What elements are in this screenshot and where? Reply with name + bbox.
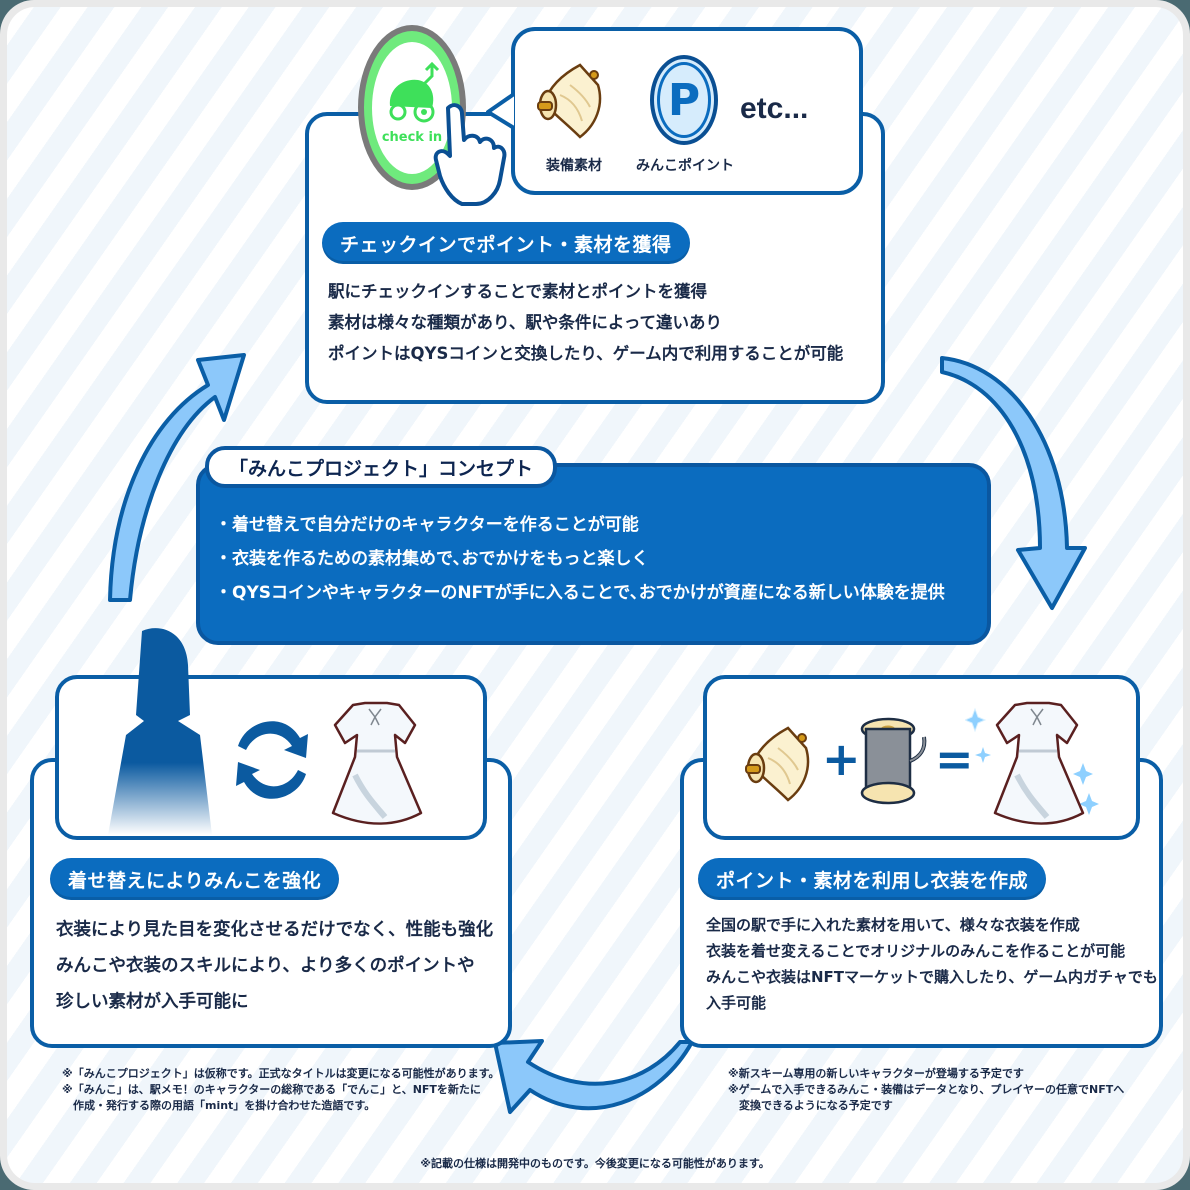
reward-label-points: みんこポイント xyxy=(636,158,734,174)
cloth-roll-icon xyxy=(537,63,602,139)
left-notes: ※「みんこプロジェクト」は仮称です。正式なタイトルは変更になる可能性があります。… xyxy=(62,1066,500,1114)
dressup-card-body: 衣装により見た目を変化させるだけでなく、性能も強化 みんこや衣装のスキルにより、… xyxy=(56,912,493,1020)
body-line: 珍しい素材が入手可能に xyxy=(56,992,249,1012)
etc-label: etc... xyxy=(740,92,809,125)
pointing-hand-icon xyxy=(433,103,507,206)
concept-bullet: ・QYSコインやキャラクターのNFTが手に入ることで､おでかけが資産になる新しい… xyxy=(215,583,945,603)
body-line: ポイントはQYSコインと交換したり、ゲーム内で利用することが可能 xyxy=(328,344,844,363)
body-line: 衣装により見た目を変化させるだけでなく、性能も強化 xyxy=(56,920,494,940)
checkin-label: check in xyxy=(381,129,443,145)
mascot-face-icon xyxy=(389,61,440,122)
reward-label-material: 装備素材 xyxy=(546,158,602,174)
crafting-card-title: ポイント・素材を利用し衣装を作成 xyxy=(698,858,1047,900)
dress-icon xyxy=(331,701,423,825)
checkin-card-title: チェックインでポイント・素材を獲得 xyxy=(322,222,690,264)
concept-title: 「みんこプロジェクト」コンセプト xyxy=(205,446,558,488)
sparkling-dress-icon xyxy=(965,701,1099,825)
character-silhouette-icon xyxy=(108,628,212,835)
concept-bullets: ・着せ替えで自分だけのキャラクターを作ることが可能 ・衣装を作るための素材集めで… xyxy=(215,508,945,610)
crafting-card-body: 全国の駅で手に入れた素材を用いて、様々な衣装を作成 衣装を着せ変えることでオリジ… xyxy=(706,912,1158,1016)
footer-note: ※記載の仕様は開発中のものです。今後変更になる可能性があります。 xyxy=(420,1157,770,1170)
plus-sign: + xyxy=(822,732,861,786)
right-notes: ※新スキーム専用の新しいキャラクターが登場する予定です ※ゲームで入手できるみん… xyxy=(728,1066,1124,1114)
swap-arrows-icon xyxy=(236,721,308,799)
body-line: みんこや衣装のスキルにより、より多くのポイントや xyxy=(56,956,475,976)
body-line: 素材は様々な種類があり、駅や条件によって違いあり xyxy=(328,313,723,332)
note-line: ※新スキーム専用の新しいキャラクターが登場する予定です xyxy=(728,1067,1024,1080)
body-line: 衣装を着せ変えることでオリジナルのみんこを作ることが可能 xyxy=(706,942,1126,960)
concept-bullet: ・着せ替えで自分だけのキャラクターを作ることが可能 xyxy=(215,515,639,535)
body-line: 駅にチェックインすることで素材とポイントを獲得 xyxy=(328,282,708,301)
body-line: みんこや衣装はNFTマーケットで購入したり、ゲーム内ガチャでも xyxy=(706,968,1158,986)
checkin-card-body: 駅にチェックインすることで素材とポイントを獲得 素材は様々な種類があり、駅や条件… xyxy=(328,276,843,369)
concept-box xyxy=(196,463,991,645)
equals-sign: = xyxy=(935,732,974,786)
thread-spool-icon xyxy=(860,717,927,805)
note-line: ※「みんこプロジェクト」は仮称です。正式なタイトルは変更になる可能性があります。 xyxy=(62,1067,500,1080)
concept-bullet: ・衣装を作るための素材集めで､おでかけをもっと楽しく xyxy=(215,549,649,569)
note-line: 作成・発行する際の用語「mint」を掛け合わせた造語です。 xyxy=(62,1099,376,1112)
note-line: 変換できるようになる予定です xyxy=(728,1099,893,1112)
note-line: ※ゲームで入手できるみんこ・装備はデータとなり、プレイヤーの任意でNFTへ xyxy=(728,1083,1125,1096)
body-line: 入手可能 xyxy=(706,994,767,1012)
cloth-roll-icon xyxy=(745,726,810,802)
dressup-card-title: 着せ替えによりみんこを強化 xyxy=(50,858,340,900)
note-line: ※「みんこ」は、駅メモ！のキャラクターの総称である「でんこ」と、NFTを新たに xyxy=(62,1083,481,1096)
body-line: 全国の駅で手に入れた素材を用いて、様々な衣装を作成 xyxy=(706,916,1080,934)
point-coin-icon: P xyxy=(650,55,718,145)
bubble-tail xyxy=(486,92,516,130)
